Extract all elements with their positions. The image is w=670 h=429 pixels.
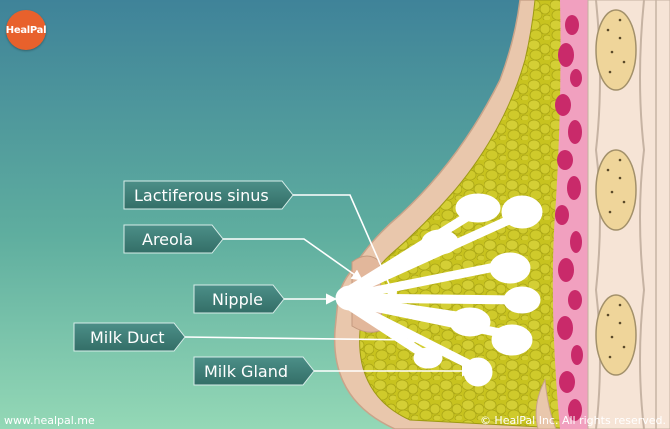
muscle-fibers (555, 15, 583, 421)
label-lactiferous-sinus-text: Lactiferous sinus (134, 186, 269, 205)
leader-arrows (184, 194, 474, 377)
label-lactiferous-sinus: Lactiferous sinus (123, 180, 294, 210)
skin-fold (535, 378, 557, 429)
label-areola: Areola (123, 224, 224, 254)
arrow-milk-duct (184, 334, 420, 346)
website-link[interactable]: www.healpal.me (4, 414, 95, 427)
arrow-areola (223, 238, 363, 281)
label-milk-gland-text: Milk Gland (204, 362, 288, 381)
label-nipple-text: Nipple (212, 290, 263, 309)
ribs (594, 0, 657, 429)
logo-text: HealPal (5, 24, 47, 36)
label-milk-duct-text: Milk Duct (90, 328, 165, 347)
label-nipple: Nipple (193, 284, 285, 314)
healpal-logo: HealPal (5, 10, 47, 50)
milk-ducts-and-glands (335, 193, 543, 387)
label-milk-duct: Milk Duct (73, 322, 186, 352)
copyright-notice: © HealPal Inc. All rights reserved. (479, 414, 666, 427)
label-areola-text: Areola (142, 230, 193, 249)
arrow-lactiferous-sinus (293, 194, 398, 302)
label-milk-gland: Milk Gland (193, 356, 315, 386)
